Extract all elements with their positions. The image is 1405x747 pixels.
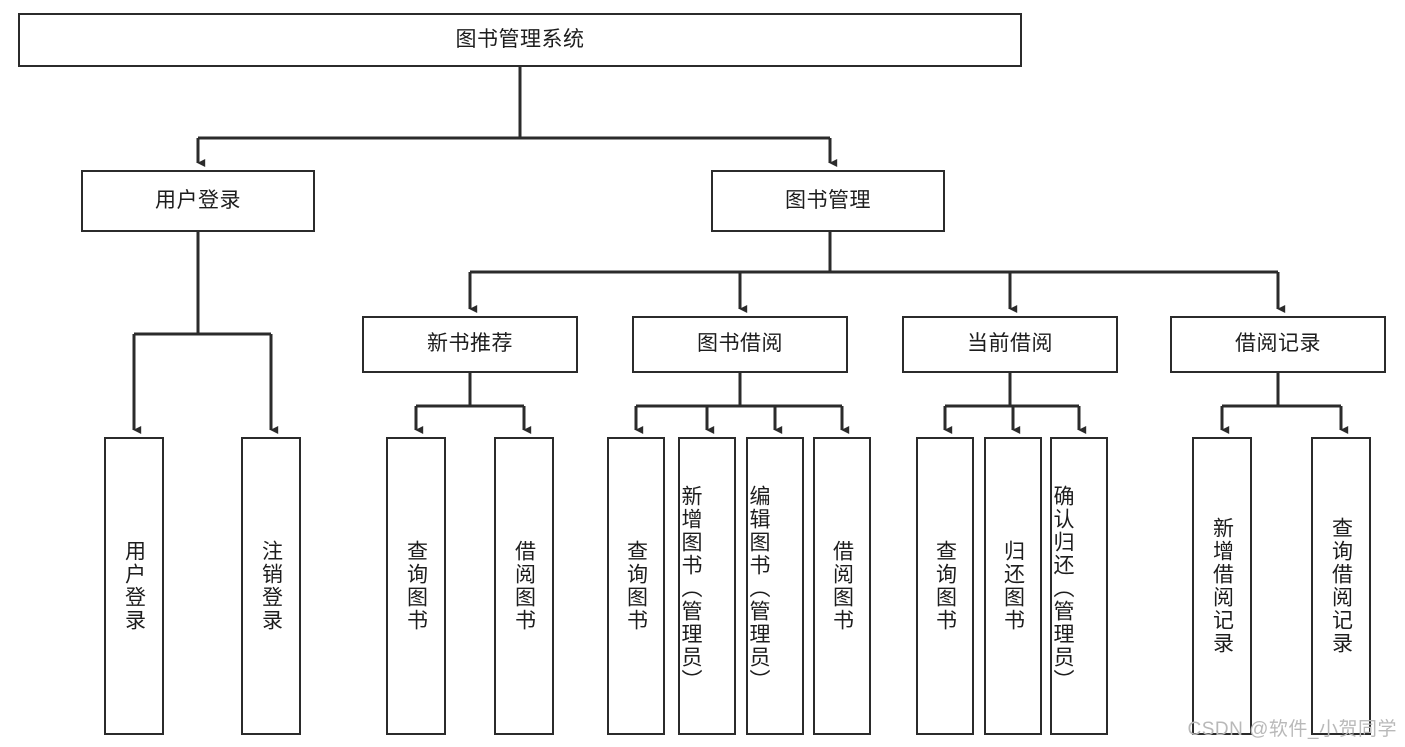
node-leaf-book-borrow-borrow[interactable]: 借阅图书 xyxy=(813,437,871,735)
node-leaf-label: 确认归还（管理员） xyxy=(1051,484,1074,692)
node-leaf-label: 注销登录 xyxy=(259,540,283,632)
node-leaf-new-book-query[interactable]: 查询图书 xyxy=(386,437,446,735)
node-current-borrow-label: 当前借阅 xyxy=(967,332,1053,356)
node-leaf-label: 编辑图书（管理员） xyxy=(747,484,770,692)
node-leaf-borrow-record-add[interactable]: 新增借阅记录 xyxy=(1192,437,1252,735)
node-root-label: 图书管理系统 xyxy=(455,27,585,51)
node-leaf-label: 借阅图书 xyxy=(830,540,854,632)
node-leaf-label: 查询图书 xyxy=(404,540,428,632)
node-leaf-label: 查询图书 xyxy=(624,540,648,632)
node-leaf-current-borrow-confirm-return[interactable]: 确认归还（管理员） xyxy=(1050,437,1108,735)
node-leaf-label: 新增借阅记录 xyxy=(1210,517,1234,655)
node-leaf-book-borrow-query[interactable]: 查询图书 xyxy=(607,437,665,735)
node-book-management-label: 图书管理 xyxy=(785,188,871,212)
node-borrow-record[interactable]: 借阅记录 xyxy=(1170,316,1386,373)
node-book-borrow[interactable]: 图书借阅 xyxy=(632,316,848,373)
node-user-login-label: 用户登录 xyxy=(155,188,241,212)
node-leaf-label: 查询借阅记录 xyxy=(1329,517,1353,655)
node-leaf-current-borrow-return[interactable]: 归还图书 xyxy=(984,437,1042,735)
node-current-borrow[interactable]: 当前借阅 xyxy=(902,316,1118,373)
node-leaf-label: 借阅图书 xyxy=(512,540,536,632)
node-book-management[interactable]: 图书管理 xyxy=(711,170,945,232)
node-new-book-recommend-label: 新书推荐 xyxy=(427,332,513,356)
node-leaf-label: 查询图书 xyxy=(933,540,957,632)
node-leaf-borrow-record-query[interactable]: 查询借阅记录 xyxy=(1311,437,1371,735)
node-book-borrow-label: 图书借阅 xyxy=(697,332,783,356)
csdn-watermark: CSDN @软件_小贺同学 xyxy=(1187,719,1397,740)
node-leaf-user-login-login[interactable]: 用户登录 xyxy=(104,437,164,735)
node-leaf-label: 用户登录 xyxy=(122,540,146,632)
node-leaf-book-borrow-edit[interactable]: 编辑图书（管理员） xyxy=(746,437,804,735)
node-leaf-new-book-borrow[interactable]: 借阅图书 xyxy=(494,437,554,735)
node-root-book-management-system[interactable]: 图书管理系统 xyxy=(18,13,1022,67)
node-leaf-label: 归还图书 xyxy=(1001,540,1025,632)
node-borrow-record-label: 借阅记录 xyxy=(1235,332,1321,356)
node-leaf-current-borrow-query[interactable]: 查询图书 xyxy=(916,437,974,735)
node-leaf-user-login-logout[interactable]: 注销登录 xyxy=(241,437,301,735)
node-user-login[interactable]: 用户登录 xyxy=(81,170,315,232)
node-new-book-recommend[interactable]: 新书推荐 xyxy=(362,316,578,373)
node-leaf-label: 新增图书（管理员） xyxy=(679,484,702,692)
node-leaf-book-borrow-add[interactable]: 新增图书（管理员） xyxy=(678,437,736,735)
